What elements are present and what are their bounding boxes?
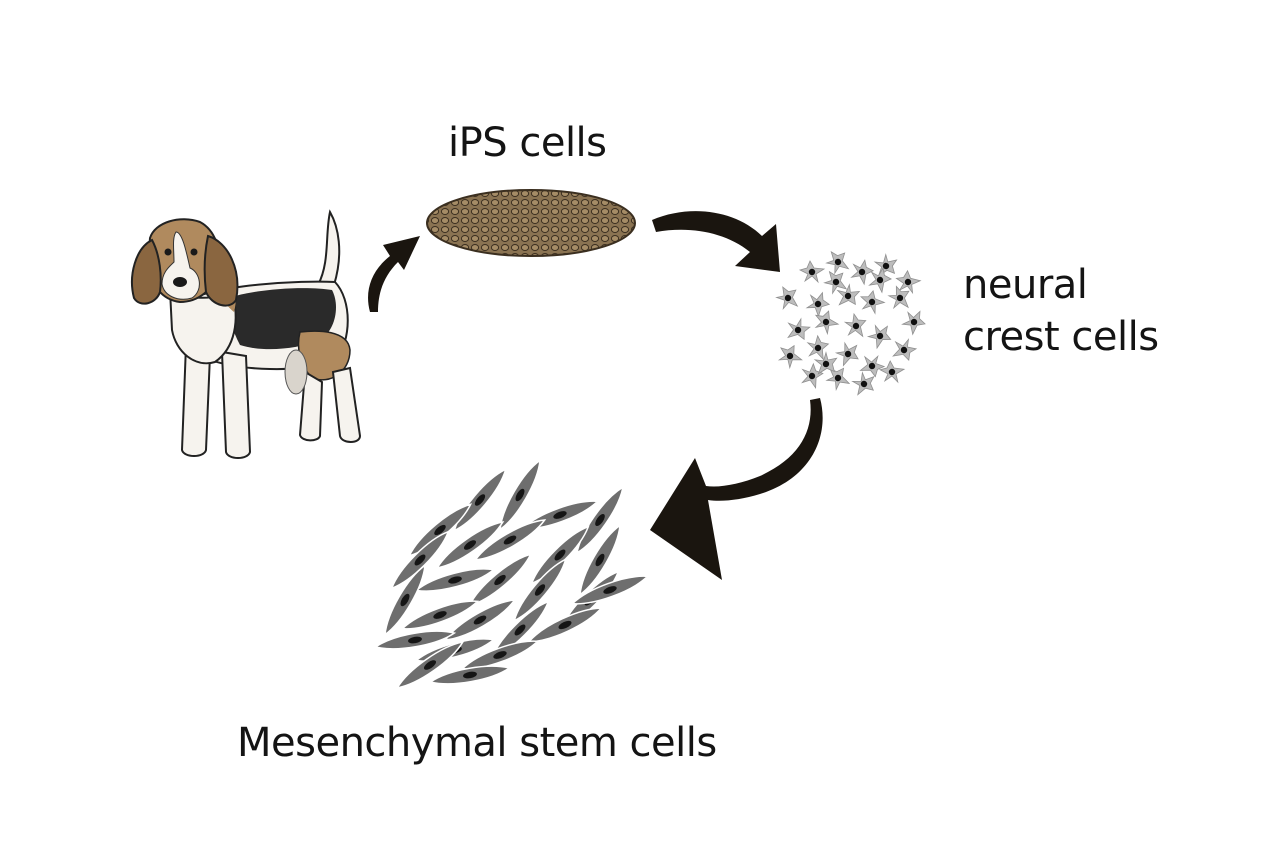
neural-crest-cell — [775, 286, 799, 311]
arrow-ips-to-neural — [652, 211, 780, 272]
mesenchymal-cell — [473, 519, 547, 561]
neural-crest-label-line2: crest cells — [963, 314, 1159, 360]
neural-crest-cell — [823, 270, 848, 295]
neural-crest-cell — [834, 341, 859, 367]
arrow-neural-to-msc — [650, 398, 823, 580]
neural-crest-cell — [806, 334, 830, 361]
neural-crest-cell — [859, 289, 886, 315]
neural-crest-cell — [901, 310, 926, 336]
mesenchymal-cell — [499, 458, 541, 532]
neural-crest-cell — [801, 362, 824, 390]
mesenchymal-cell — [435, 521, 505, 569]
beagle-dog-illustration — [131, 209, 362, 459]
neural-crest-cell — [868, 267, 893, 294]
neural-crest-cell — [873, 253, 898, 277]
neural-crest-cell — [777, 344, 803, 370]
neural-crest-cell — [798, 260, 826, 284]
neural-crest-cell — [859, 354, 886, 378]
mesenchymal-cell — [400, 600, 480, 630]
mesenchymal-stem-cells-label: Mesenchymal stem cells — [237, 720, 717, 766]
mesenchymal-cell — [579, 523, 621, 597]
neural-crest-cell — [825, 367, 851, 391]
mesenchymal-cell — [513, 557, 567, 623]
neural-crest-cell — [836, 283, 861, 306]
neural-crest-cell — [866, 324, 892, 350]
mesenchymal-cell — [390, 530, 450, 590]
neural-crest-cell — [813, 351, 838, 375]
mesenchymal-cell — [467, 553, 533, 607]
process-arrows — [368, 211, 823, 580]
neural-crest-cell — [895, 269, 922, 295]
mesenchymal-cell — [576, 485, 624, 555]
mesenchymal-cell — [395, 641, 465, 689]
neural-crest-cell — [787, 317, 811, 341]
mesenchymal-cell — [428, 665, 512, 685]
neural-crest-cell — [805, 291, 831, 318]
mesenchymal-cell — [384, 563, 426, 637]
neural-crest-cell — [814, 310, 840, 336]
neural-crest-label-line1: neural — [963, 262, 1088, 308]
ips-cells-label: iPS cells — [448, 120, 607, 166]
mesenchymal-cell — [570, 575, 650, 605]
mesenchymal-cell — [373, 630, 457, 650]
neural-crest-cell — [892, 338, 918, 361]
neural-crest-cell — [878, 360, 906, 384]
mesenchymal-cell-cluster — [373, 458, 650, 689]
neural-crest-cell — [851, 371, 875, 396]
mesenchymal-cell — [414, 568, 496, 592]
mesenchymal-cell — [443, 599, 517, 641]
neural-crest-cell — [843, 312, 867, 338]
ips-cell-colony — [426, 189, 636, 257]
neural-crest-cell — [825, 250, 850, 275]
neural-crest-cell — [887, 285, 910, 310]
neural-crest-cell-cluster — [775, 250, 926, 396]
arrow-dog-to-ips — [368, 236, 420, 312]
neural-crest-cell — [850, 259, 875, 286]
mesenchymal-cell — [527, 607, 603, 643]
